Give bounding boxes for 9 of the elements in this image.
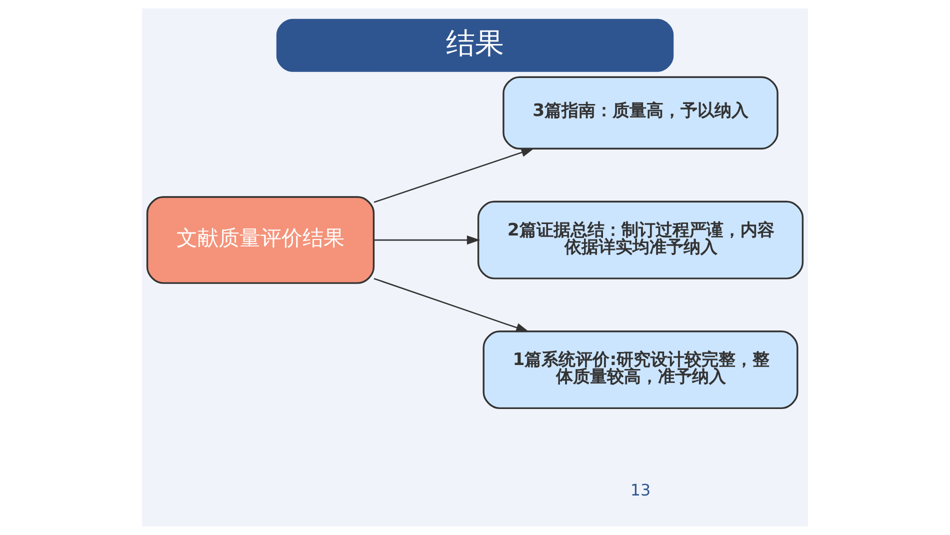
label: 13	[630, 480, 651, 500]
arrow	[374, 235, 480, 245]
diagram-title: 结果	[446, 26, 504, 60]
node-box: 1篇系统评价:研究设计较完整，整体质量较高，准予纳入	[482, 330, 798, 410]
node-box: 3篇指南：质量高，予以纳入	[502, 76, 778, 150]
arrow	[374, 148, 534, 203]
arrow	[374, 278, 530, 332]
node-box: 文献质量评价结果	[146, 196, 375, 284]
node-box: 2篇证据总结：制订过程严谨，内容依据详实均准予纳入	[477, 200, 804, 280]
